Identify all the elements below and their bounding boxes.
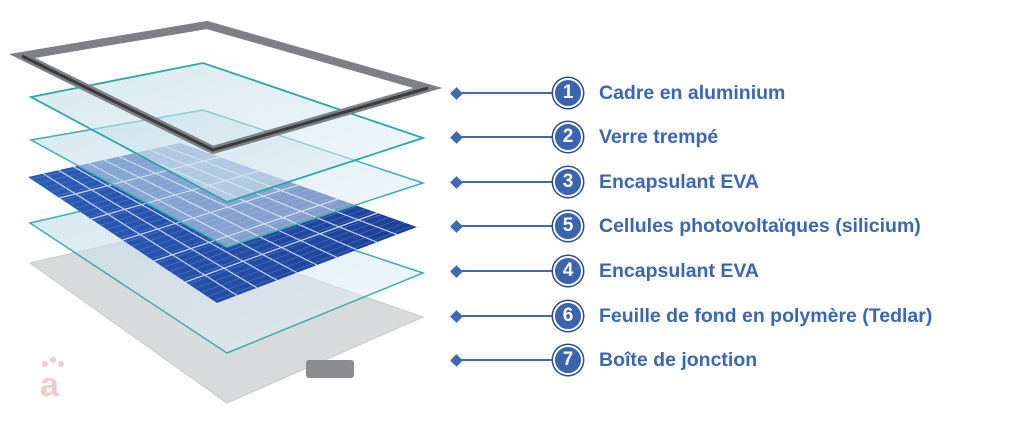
- diamond-marker-icon: [450, 309, 463, 323]
- leader-line: [461, 92, 553, 94]
- cell-gap-line: [185, 212, 378, 283]
- leader-line: [461, 270, 553, 272]
- layer-label: Encapsulant EVA: [599, 259, 760, 282]
- leader-line: [461, 136, 553, 138]
- cell-gap-line: [207, 222, 406, 297]
- cell-gap-line: [182, 211, 374, 281]
- legend-item: 2 Verre trempé: [448, 122, 718, 152]
- diamond-marker-icon: [450, 264, 463, 278]
- layer-label: Feuille de fond en polymère (Tedlar): [599, 304, 933, 327]
- aluminium-frame: [9, 20, 443, 155]
- junction-box: [306, 360, 354, 378]
- watermark-logo: a: [40, 357, 64, 404]
- leader-line: [461, 225, 553, 227]
- cell-gap-line: [194, 217, 390, 289]
- legend-item: 4 Encapsulant EVA: [448, 256, 759, 286]
- number-badge: 2: [553, 122, 583, 152]
- number-badge: 1: [553, 78, 583, 108]
- layer-label: Encapsulant EVA: [599, 170, 760, 193]
- leader-line: [461, 359, 553, 361]
- legend-item: 3 Encapsulant EVA: [448, 167, 759, 197]
- number-badge: 6: [553, 301, 583, 331]
- number-badge: 3: [553, 167, 583, 197]
- legend-item: 5 Cellules photovoltaïques (silicium): [448, 211, 921, 241]
- layer-label: Cellules photovoltaïques (silicium): [599, 214, 921, 237]
- leader-line: [461, 315, 553, 317]
- layer-label: Boîte de jonction: [599, 348, 758, 371]
- cell-gap-line: [213, 225, 414, 302]
- diamond-marker-icon: [450, 353, 463, 367]
- cell-gap-line: [169, 205, 358, 272]
- cell-gap-line: [188, 214, 382, 285]
- diamond-marker-icon: [450, 130, 463, 144]
- leader-line: [461, 181, 553, 183]
- number-badge: 7: [553, 345, 583, 375]
- number-badge: 5: [553, 211, 583, 241]
- tempered-glass-layer: [28, 62, 426, 203]
- legend-item: 7 Boîte de jonction: [448, 345, 757, 375]
- legend-item: 6 Feuille de fond en polymère (Tedlar): [448, 301, 932, 331]
- number-badge: 4: [553, 256, 583, 286]
- layer-label: Cadre en aluminium: [599, 81, 786, 104]
- diamond-marker-icon: [450, 86, 463, 100]
- diamond-marker-icon: [450, 175, 463, 189]
- layer-label: Verre trempé: [599, 125, 719, 148]
- legend-item: 1 Cadre en aluminium: [448, 78, 785, 108]
- cell-gap-line: [201, 219, 398, 293]
- cell-gap-line: [175, 208, 366, 276]
- diamond-marker-icon: [450, 219, 463, 233]
- svg-text:a: a: [40, 366, 60, 404]
